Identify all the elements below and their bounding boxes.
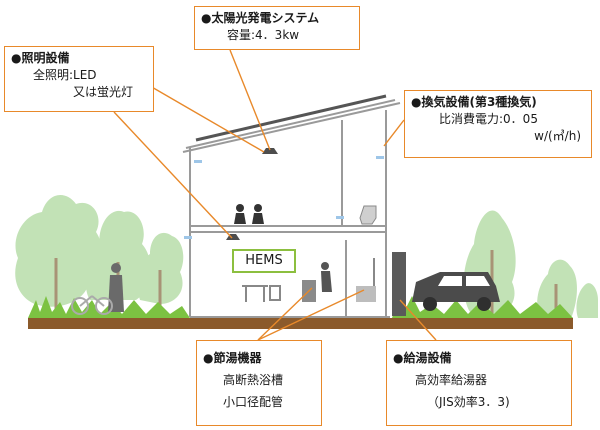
lighting-led-text: 全照明:LED (33, 68, 97, 82)
ventilation-unit-text: w/(㎥/h) (534, 129, 581, 143)
house-walls (182, 99, 401, 318)
ventilation-power-text: 比消費電力:0．05 (439, 112, 538, 126)
insulated-bathtub-text: 高断熱浴槽 (223, 373, 284, 387)
solar-panel (195, 94, 387, 142)
solar-power-title: ●太陽光発電システム (201, 11, 320, 25)
water-heater-unit (392, 252, 406, 316)
kitchen-person (302, 262, 332, 302)
children-figures (234, 204, 264, 224)
hot-water-saving-callout: ●節湯機器 高断熱浴槽 小口径配管 (196, 340, 322, 426)
solar-power-callout: ●太陽光発電システム 容量:4．3kw (194, 6, 360, 50)
ventilation-title: ●換気設備(第3種換気) (411, 95, 537, 109)
airflow-marks (184, 156, 384, 239)
ground-soil (28, 318, 573, 329)
solar-capacity-text: 容量:4．3kw (227, 28, 300, 42)
water-heater-type-text: 高効率給湯器 (415, 373, 488, 387)
leader-lines (113, 49, 437, 341)
bathtub (356, 258, 376, 302)
dining-set (242, 285, 281, 302)
car (412, 272, 500, 311)
bicycle (71, 295, 113, 315)
lighting-callout: ●照明設備 全照明:LED 又は蛍光灯 (4, 46, 154, 112)
water-heater-efficiency-text: （JIS効率3．3) (427, 395, 510, 409)
water-heater-title: ●給湯設備 (393, 351, 452, 365)
small-pipe-text: 小口径配管 (223, 395, 284, 409)
water-heater-callout: ●給湯設備 高効率給湯器 （JIS効率3．3) (386, 340, 572, 426)
lighting-fluorescent-text: 又は蛍光灯 (73, 85, 134, 99)
toilet (359, 205, 377, 225)
grass (28, 296, 573, 318)
lighting-title: ●照明設備 (11, 51, 70, 65)
trees-left (15, 194, 184, 307)
ventilation-callout: ●換気設備(第3種換気) 比消費電力:0．05 w/(㎥/h) (404, 90, 592, 158)
hems-label: HEMS (232, 249, 296, 273)
hot-water-saving-title: ●節湯機器 (203, 351, 262, 365)
